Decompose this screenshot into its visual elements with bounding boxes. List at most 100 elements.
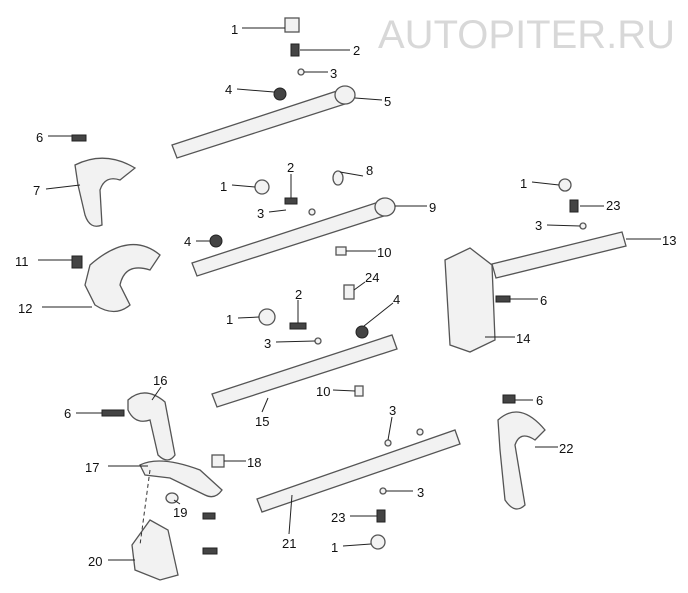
small-part <box>384 439 392 447</box>
leader-line <box>288 494 293 535</box>
callout-3: 3 <box>389 403 396 418</box>
callout-23: 23 <box>606 198 620 213</box>
bracket-20 <box>131 519 179 581</box>
small-part <box>379 487 387 495</box>
small-part <box>202 512 216 520</box>
shift-fork-7 <box>74 157 137 227</box>
callout-10: 10 <box>377 245 391 260</box>
callout-1: 1 <box>231 22 238 37</box>
callout-8: 8 <box>366 163 373 178</box>
callout-6: 6 <box>36 130 43 145</box>
leader-line <box>151 386 162 401</box>
callout-1: 1 <box>226 312 233 327</box>
callout-4: 4 <box>225 82 232 97</box>
small-part <box>376 509 386 523</box>
callout-19: 19 <box>173 505 187 520</box>
leader-line <box>531 181 560 186</box>
callout-1: 1 <box>220 179 227 194</box>
callout-1: 1 <box>331 540 338 555</box>
shift-rod-5 <box>171 85 356 159</box>
small-part <box>579 222 587 230</box>
small-part <box>297 68 305 76</box>
small-part <box>416 428 424 436</box>
callout-16: 16 <box>153 373 167 388</box>
leader-lines <box>38 27 661 561</box>
callout-6: 6 <box>540 293 547 308</box>
callout-3: 3 <box>535 218 542 233</box>
small-part <box>71 255 83 269</box>
leader-line <box>261 397 269 413</box>
leader-line <box>268 209 287 213</box>
callout-3: 3 <box>417 485 424 500</box>
callout-3: 3 <box>257 206 264 221</box>
callout-12: 12 <box>18 301 32 316</box>
small-part <box>495 295 511 303</box>
callout-2: 2 <box>287 160 294 175</box>
leader-line <box>332 389 356 392</box>
leader-line <box>173 499 181 505</box>
shift-rod-21 <box>256 429 461 513</box>
small-part <box>202 547 218 555</box>
small-part <box>558 178 572 192</box>
small-part <box>370 534 386 550</box>
small-part <box>289 322 307 330</box>
lever-17 <box>139 460 223 498</box>
callout-9: 9 <box>429 200 436 215</box>
small-part <box>258 308 276 326</box>
leader-line <box>237 316 260 319</box>
small-parts <box>71 17 587 555</box>
shift-rod-9 <box>191 197 396 277</box>
small-part <box>284 17 300 33</box>
small-part <box>335 246 347 256</box>
small-part <box>308 208 316 216</box>
callout-20: 20 <box>88 554 102 569</box>
leader-line <box>339 171 364 177</box>
leader-line <box>275 340 316 343</box>
shift-fork-22 <box>497 411 546 510</box>
small-part <box>314 337 322 345</box>
callout-6: 6 <box>64 406 71 421</box>
callout-2: 2 <box>295 287 302 302</box>
small-part <box>343 284 355 300</box>
callout-14: 14 <box>516 331 530 346</box>
callout-4: 4 <box>393 292 400 307</box>
callout-23: 23 <box>331 510 345 525</box>
small-part <box>71 134 87 142</box>
callout-17: 17 <box>85 460 99 475</box>
callout-10: 10 <box>316 384 330 399</box>
callout-15: 15 <box>255 414 269 429</box>
callout-24: 24 <box>365 270 379 285</box>
small-part <box>502 394 516 404</box>
small-part <box>284 197 298 205</box>
small-part <box>254 179 270 195</box>
callout-18: 18 <box>247 455 261 470</box>
shift-block-14 <box>444 247 496 353</box>
callout-1: 1 <box>520 176 527 191</box>
leader-line <box>354 97 383 101</box>
small-part <box>211 454 225 468</box>
leader-line <box>45 184 81 190</box>
callout-22: 22 <box>559 441 573 456</box>
watermark: AUTOPITER.RU <box>378 13 675 57</box>
callout-3: 3 <box>330 66 337 81</box>
small-part <box>209 234 223 248</box>
shift-arm-16 <box>127 392 176 461</box>
callout-3: 3 <box>264 336 271 351</box>
callout-2: 2 <box>353 43 360 58</box>
leader-line <box>387 416 393 441</box>
callout-13: 13 <box>662 233 676 248</box>
shift-fork-12 <box>84 243 161 313</box>
small-part <box>273 87 287 101</box>
leader-line <box>236 88 275 93</box>
small-part <box>101 409 125 417</box>
leader-line <box>363 302 394 327</box>
callout-5: 5 <box>384 94 391 109</box>
callout-7: 7 <box>33 183 40 198</box>
small-part <box>569 199 579 213</box>
small-part <box>355 325 369 339</box>
small-part <box>290 43 300 57</box>
dashed-leader <box>139 469 151 546</box>
